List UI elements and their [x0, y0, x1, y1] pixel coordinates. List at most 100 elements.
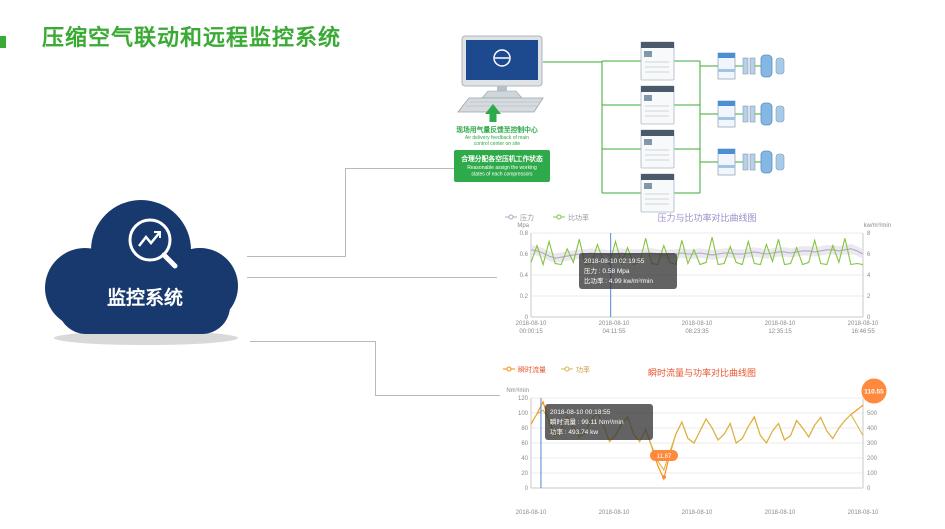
- legend-marker-icon: [508, 214, 514, 220]
- x-tick-label: 2018-08-10: [516, 510, 547, 516]
- feedback-label-cn: 现场用气量反馈至控制中心: [456, 125, 538, 134]
- x-tick-label: 04:11:55: [603, 329, 627, 335]
- x-tick-label: 2018-08-10: [682, 321, 713, 327]
- compressor-unit: [640, 85, 675, 125]
- connector-line: [247, 256, 345, 257]
- pressure-power-chart[interactable]: 压力 比功率 压力与比功率对比曲线图 Mpa kw/m³/min 0 0.2 0.4…: [495, 205, 893, 345]
- tooltip-line: 比功率 : 4.99 kw/m³/min: [584, 276, 653, 285]
- y-right-unit: kw/m³/min: [864, 223, 891, 229]
- x-tick-label: 08:23:35: [685, 329, 709, 335]
- connector-line: [345, 168, 346, 257]
- y-right-tick-label: 4: [867, 273, 871, 279]
- slide-accent-mark: [0, 36, 6, 48]
- magnifier-chart-icon: [128, 218, 178, 269]
- y-right-tick-label: 8: [867, 231, 871, 237]
- chart-grid: 02040608010012001002003004005006002018-0…: [516, 396, 879, 516]
- compressor-unit: [640, 41, 675, 81]
- y-left-tick-label: 40: [521, 456, 528, 462]
- x-tick-label: 2018-08-10: [765, 510, 796, 516]
- feedback-label-en1: Air delivery feedback of main: [465, 135, 529, 141]
- assign-label-en1: Reasonable assign the working: [467, 165, 537, 171]
- y-left-tick-label: 0: [525, 486, 529, 492]
- feedback-label-en2: control center on site: [474, 141, 521, 147]
- y-left-tick-label: 0: [525, 315, 529, 321]
- connector-line: [375, 341, 376, 396]
- chart-tooltip: 2018-08-10 00:18:55 瞬时流量 : 99.11 Nm³/min…: [545, 404, 653, 440]
- legend-label: 功率: [576, 365, 590, 374]
- x-tick-label: 16:46:55: [851, 329, 875, 335]
- x-tick-label: 00:00:15: [519, 329, 543, 335]
- y-right-tick-label: 500: [867, 411, 878, 417]
- tooltip-line: 2018-08-10 00:18:55: [550, 409, 611, 416]
- y-left-unit: Nm³/min: [506, 388, 529, 394]
- legend-label: 瞬时流量: [518, 365, 546, 374]
- page-title: 压缩空气联动和远程监控系统: [42, 25, 342, 50]
- y-right-tick-label: 300: [867, 441, 878, 447]
- legend-label: 比功率: [568, 213, 589, 222]
- chart-legend: 瞬时流量 功率: [503, 365, 590, 374]
- compressor-unit: [640, 173, 675, 213]
- connector-line: [375, 395, 500, 396]
- air-treatment-row: [717, 148, 785, 176]
- dip-annotation: 11.87: [650, 450, 678, 479]
- tooltip-line: 功率 : 493.74 kw: [550, 427, 598, 436]
- y-left-tick-label: 80: [521, 426, 528, 432]
- y-left-tick-label: 0.8: [520, 231, 529, 237]
- compressor-unit: [640, 129, 675, 169]
- y-right-tick-label: 6: [867, 252, 871, 258]
- tooltip-line: 压力 : 0.58 Mpa: [584, 266, 630, 275]
- connector-line: [247, 277, 497, 278]
- x-tick-label: 2018-08-10: [848, 510, 879, 516]
- assign-status-box: 合理分配各空压机工作状态 Reasonable assign the worki…: [454, 150, 550, 182]
- assign-label-en2: states of each compressors: [471, 172, 533, 178]
- y-right-tick-label: 400: [867, 426, 878, 432]
- assign-label-cn: 合理分配各空压机工作状态: [460, 154, 543, 163]
- y-right-tick-label: 100: [867, 471, 878, 477]
- flow-power-chart[interactable]: 瞬时流量 功率 瞬时流量与功率对比曲线图 Nm³/min 02040608010…: [495, 358, 895, 529]
- x-tick-label: 2018-08-10: [599, 510, 630, 516]
- x-tick-label: 2018-08-10: [765, 321, 796, 327]
- y-left-tick-label: 0.6: [520, 252, 529, 258]
- y-left-tick-label: 60: [521, 441, 528, 447]
- y-left-tick-label: 120: [518, 396, 529, 402]
- air-treatment-row: [717, 52, 785, 80]
- system-diagram: 现场用气量反馈至控制中心 Air delivery feedback of ma…: [454, 35, 785, 213]
- cloud-shape: [45, 200, 238, 334]
- endpoint-badge: 110.55: [860, 377, 888, 405]
- legend-label: 压力: [520, 213, 534, 222]
- connector-line: [250, 341, 376, 342]
- y-left-tick-label: 0.2: [520, 294, 529, 300]
- y-right-tick-label: 2: [867, 294, 871, 300]
- chart-tooltip: 2018-08-10 02:19:55 压力 : 0.58 Mpa 比功率 : …: [579, 253, 677, 289]
- cloud-shadow: [54, 331, 238, 345]
- x-tick-label: 12:35:15: [768, 329, 792, 335]
- legend-marker-icon: [506, 366, 512, 372]
- legend-marker-icon: [556, 214, 562, 220]
- y-right-tick-label: 0: [867, 486, 871, 492]
- control-computer-icon: [457, 35, 544, 113]
- cloud-label: 监控系统: [107, 286, 183, 309]
- endpoint-value-label: 110.55: [864, 389, 884, 396]
- chart-title: 瞬时流量与功率对比曲线图: [648, 367, 756, 378]
- x-tick-label: 2018-08-10: [516, 321, 547, 327]
- chart-legend: 压力 比功率: [505, 213, 589, 222]
- y-right-tick-label: 200: [867, 456, 878, 462]
- tooltip-line: 2018-08-10 02:19:55: [584, 258, 645, 265]
- x-tick-label: 2018-08-10: [682, 510, 713, 516]
- feedback-up-arrow-icon: [485, 104, 501, 122]
- connector-line: [345, 168, 458, 169]
- y-right-tick-label: 0: [867, 315, 871, 321]
- x-tick-label: 2018-08-10: [848, 321, 879, 327]
- legend-marker-icon: [564, 366, 570, 372]
- piping-lines: [543, 60, 761, 194]
- air-treatment-row: [717, 100, 785, 128]
- y-left-tick-label: 100: [518, 411, 529, 417]
- monitoring-cloud: 监控系统: [45, 200, 238, 345]
- y-left-tick-label: 0.4: [520, 273, 529, 279]
- y-left-unit: Mpa: [517, 223, 529, 229]
- tooltip-line: 瞬时流量 : 99.11 Nm³/min: [550, 417, 624, 426]
- dip-value-label: 11.87: [657, 454, 672, 460]
- x-tick-label: 2018-08-10: [599, 321, 630, 327]
- chart-title: 压力与比功率对比曲线图: [657, 212, 756, 223]
